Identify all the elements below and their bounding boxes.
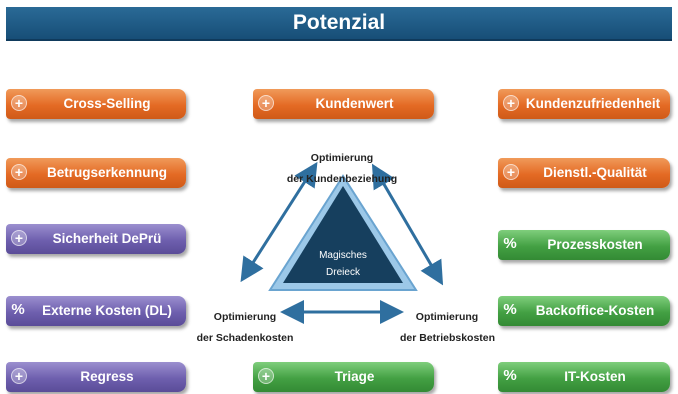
triage-label: Triage — [334, 369, 375, 384]
kundenwert-label: Kundenwert — [315, 96, 394, 111]
right-label-line2: der Betriebskosten — [399, 332, 496, 344]
top-label-line2: der Kundenbeziehung — [286, 173, 398, 185]
backoffice-kosten-button[interactable]: % Backoffice-Kosten — [498, 296, 670, 326]
betrugserkennung-button[interactable]: + Betrugserkennung — [6, 158, 186, 188]
plus-icon: + — [11, 230, 27, 246]
cross-selling-button[interactable]: + Cross-Selling — [6, 89, 186, 119]
plus-icon: + — [258, 95, 274, 111]
plus-icon: + — [11, 164, 27, 180]
kundenwert-button[interactable]: + Kundenwert — [253, 89, 434, 119]
left-label-line2: der Schadenkosten — [196, 332, 294, 344]
kundenzufriedenheit-button[interactable]: + Kundenzufriedenheit — [498, 89, 670, 119]
prozesskosten-label: Prozesskosten — [547, 237, 643, 252]
arrow-left — [240, 161, 318, 283]
triage-button[interactable]: + Triage — [253, 362, 434, 392]
triangle-text-line2: Dreieck — [326, 267, 360, 278]
plus-icon: + — [503, 164, 519, 180]
backoffice-kosten-label: Backoffice-Kosten — [535, 303, 655, 318]
externe-kosten-button[interactable]: % Externe Kosten (DL) — [6, 296, 186, 326]
dienstl-qualitaet-label: Dienstl.-Qualität — [543, 165, 647, 180]
plus-icon: + — [11, 95, 27, 111]
kundenzufriedenheit-label: Kundenzufriedenheit — [525, 96, 661, 111]
page-title: Potenzial — [6, 7, 672, 41]
sicherheit-depru-label: Sicherheit DePrü — [52, 231, 162, 246]
plus-icon: + — [11, 368, 27, 384]
regress-label: Regress — [80, 369, 134, 384]
arrow-right — [371, 163, 444, 286]
betrugserkennung-label: Betrugserkennung — [46, 165, 168, 180]
regress-button[interactable]: + Regress — [6, 362, 186, 392]
percent-icon: % — [503, 367, 517, 384]
right-label-line1: Optimierung — [415, 311, 479, 323]
plus-icon: + — [503, 95, 519, 111]
top-label-line1: Optimierung — [310, 152, 374, 164]
it-kosten-button[interactable]: % IT-Kosten — [498, 362, 670, 392]
percent-icon: % — [503, 235, 517, 252]
cross-selling-label: Cross-Selling — [63, 96, 151, 111]
dienstl-qualitaet-button[interactable]: + Dienstl.-Qualität — [498, 158, 670, 188]
prozesskosten-button[interactable]: % Prozesskosten — [498, 230, 670, 260]
sicherheit-depru-button[interactable]: + Sicherheit DePrü — [6, 224, 186, 254]
triangle-text-line1: Magisches — [319, 250, 367, 261]
it-kosten-label: IT-Kosten — [564, 369, 626, 384]
plus-icon: + — [258, 368, 274, 384]
percent-icon: % — [11, 301, 25, 318]
left-label-line1: Optimierung — [213, 311, 277, 323]
externe-kosten-label: Externe Kosten (DL) — [42, 303, 172, 318]
percent-icon: % — [503, 301, 517, 318]
